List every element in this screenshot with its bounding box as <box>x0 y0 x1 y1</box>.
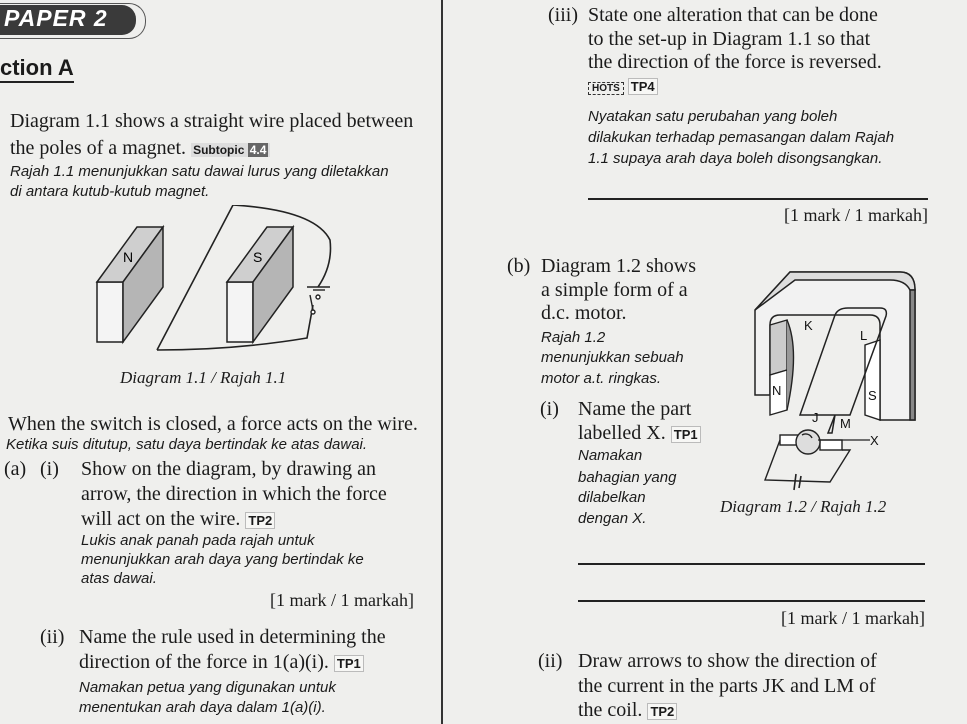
qb-i-ms-2: dilabelkan <box>578 489 646 506</box>
stem-ms: Ketika suis ditutup, satu daya bertindak… <box>6 436 368 453</box>
diagram-1-2: K L N S J M X <box>754 271 916 491</box>
hots-badge: HOTS <box>588 82 624 95</box>
south-magnet <box>225 224 295 345</box>
stem-en: When the switch is closed, a force acts … <box>8 413 418 435</box>
qa-i-ms-1: menunjukkan arah daya yang bertindak ke <box>81 551 364 568</box>
north-label: N <box>123 249 133 265</box>
qa-iii-ms-0: Nyatakan satu perubahan yang boleh <box>588 108 838 125</box>
switch-icon <box>307 286 330 315</box>
qa-ii-en-1: direction of the force in 1(a)(i). TP1 <box>79 651 364 674</box>
qa-num: (a) <box>4 458 27 480</box>
diagram-1-2-caption: Diagram 1.2 / Rajah 1.2 <box>720 497 887 516</box>
qa-i-ms-0: Lukis anak panah pada rajah untuk <box>81 532 315 549</box>
diagram-1-1-caption: Diagram 1.1 / Rajah 1.1 <box>120 368 287 387</box>
qa-i-num: (i) <box>40 458 59 480</box>
qb-en-0: Diagram 1.2 shows <box>541 255 696 277</box>
qb-ms-2: motor a.t. ringkas. <box>541 370 662 387</box>
label-j: J <box>812 410 819 425</box>
qb-ii-en-1: the current in the parts JK and LM of <box>578 675 876 697</box>
section-heading: ction A <box>0 55 74 83</box>
qa-ii-ms-1: menentukan arah daya dalam 1(a)(i). <box>79 699 326 716</box>
subtopic-label: Subtopic <box>193 143 245 157</box>
label-m: M <box>840 416 851 431</box>
qb-ii-en-2: the coil. TP2 <box>578 699 678 722</box>
qb-i-ms-3: dengan X. <box>578 510 647 527</box>
qa-i-ms-2: atas dawai. <box>81 570 157 587</box>
text: the coil. <box>578 699 643 721</box>
battery-icon <box>793 473 802 491</box>
intro-ms-line1: Rajah 1.1 menunjukkan satu dawai lurus y… <box>10 163 389 180</box>
qb-ii-num: (ii) <box>538 650 563 672</box>
qa-iii-num: (iii) <box>548 4 578 26</box>
qa-iii-mark: [1 mark / 1 markah] <box>784 205 928 225</box>
diagram-1-1: N S <box>95 205 332 351</box>
magnet-yoke <box>754 271 916 421</box>
intro-en-line2: the poles of a magnet. Subtopic 4.4 <box>10 137 271 160</box>
tp-badge: TP2 <box>647 703 678 720</box>
label-n: N <box>772 383 781 398</box>
qb-i-ms-0: Namakan <box>578 447 643 464</box>
qa-i-mark: [1 mark / 1 markah] <box>270 590 414 610</box>
label-k: K <box>804 318 813 333</box>
qa-ii-num: (ii) <box>40 626 65 648</box>
south-pole <box>864 339 881 421</box>
text: labelled X. <box>578 422 666 444</box>
tp-badge: TP2 <box>245 512 276 529</box>
answer-line[interactable] <box>588 198 928 200</box>
qa-i-en-2: will act on the wire. TP2 <box>81 508 276 531</box>
south-label: S <box>253 249 262 265</box>
qb-ms-0: Rajah 1.2 <box>541 329 606 346</box>
north-pole <box>769 319 795 416</box>
wire-circuit <box>156 205 332 351</box>
qb-i-num: (i) <box>540 398 559 420</box>
qb-num: (b) <box>507 255 531 277</box>
qa-iii-en-1: to the set-up in Diagram 1.1 so that <box>588 28 871 50</box>
qa-iii-ms-1: dilakukan terhadap pemasangan dalam Raja… <box>588 129 895 146</box>
qa-i-en-0: Show on the diagram, by drawing an <box>81 458 417 481</box>
north-magnet <box>95 224 165 345</box>
answer-line[interactable] <box>578 600 925 602</box>
qb-i-mark: [1 mark / 1 markah] <box>781 608 925 628</box>
paper-badge-outline <box>0 3 146 39</box>
text: will act on the wire. <box>81 508 241 530</box>
qa-iii-en-2: the direction of the force is reversed. <box>588 51 882 73</box>
subtopic-badge: Subtopic 4.4 <box>191 143 271 157</box>
qa-ii-ms-0: Namakan petua yang digunakan untuk <box>79 679 336 696</box>
qb-ii-en-0: Draw arrows to show the direction of <box>578 650 877 672</box>
tp-badge: TP1 <box>333 655 364 672</box>
coil <box>798 307 888 434</box>
qa-iii-en-0: State one alteration that can be done <box>588 4 878 26</box>
text: direction of the force in 1(a)(i). <box>79 651 329 673</box>
qb-en-1: a simple form of a <box>541 279 688 301</box>
column-divider <box>441 0 443 724</box>
label-s: S <box>868 388 877 403</box>
qa-ii-en-0: Name the rule used in determining the <box>79 626 386 648</box>
text: Show on the diagram, by drawing an <box>81 458 376 480</box>
commutator <box>779 429 843 455</box>
qa-i-en-1: arrow, the direction in which the force <box>81 483 387 505</box>
qa-iii-ms-2: 1.1 supaya arah daya boleh disongsangkan… <box>588 150 883 167</box>
tp-badge: TP1 <box>670 426 701 443</box>
label-x: X <box>870 433 879 448</box>
intro-ms-line2: di antara kutub-kutub magnet. <box>10 183 210 200</box>
subtopic-number: 4.4 <box>247 143 269 157</box>
intro-en-line1: Diagram 1.1 shows a straight wire placed… <box>10 110 414 132</box>
qb-i-en-1: labelled X. TP1 <box>578 422 701 445</box>
qb-i-en-0: Name the part <box>578 398 692 420</box>
label-l: L <box>860 328 867 343</box>
tp-badge: TP4 <box>627 78 658 95</box>
qa-iii-badges: HOTS TP4 <box>588 78 658 96</box>
paper-badge <box>0 5 136 35</box>
paper-title: PAPER 2 <box>4 5 108 31</box>
answer-line[interactable] <box>578 563 925 565</box>
qb-ms-1: menunjukkan sebuah <box>541 349 684 366</box>
qb-en-2: d.c. motor. <box>541 302 627 324</box>
qb-i-ms-1: bahagian yang <box>578 469 677 486</box>
circuit-wire <box>764 439 852 483</box>
intro-en-text: the poles of a magnet. <box>10 137 187 159</box>
